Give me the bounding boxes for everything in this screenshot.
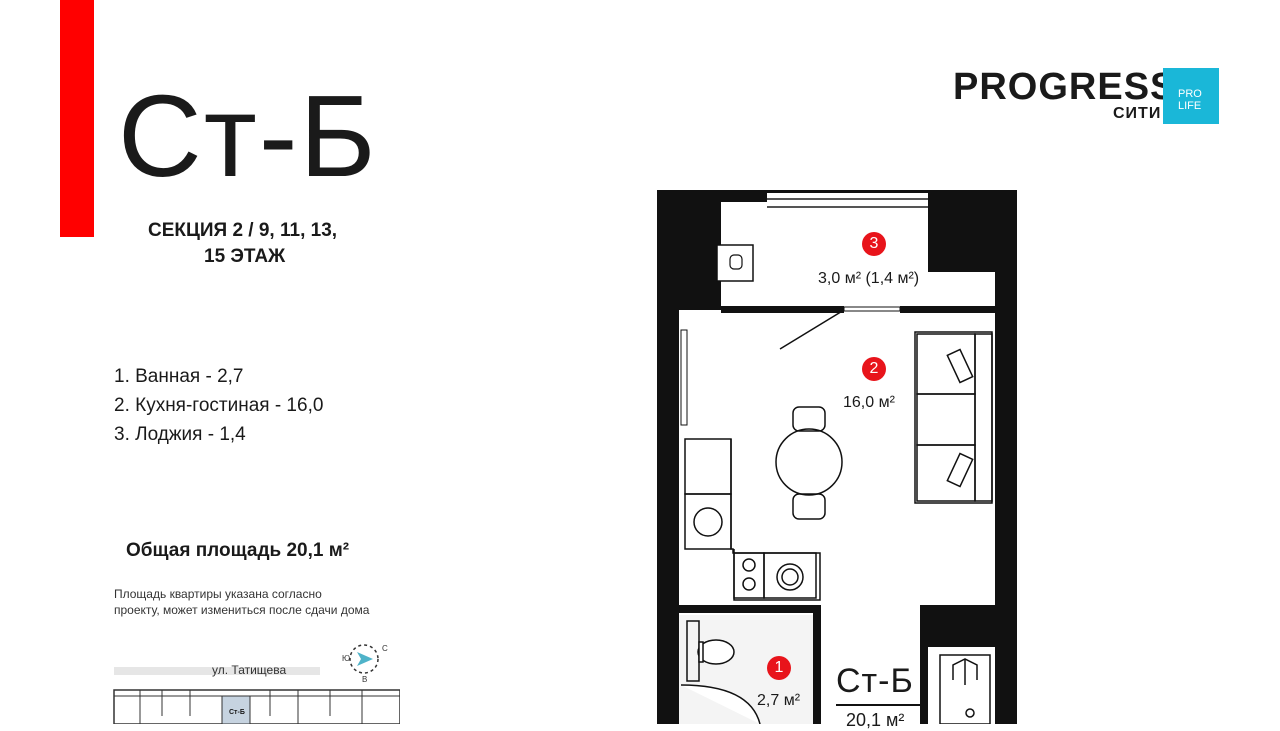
room-1-area: 2,7 м² — [757, 692, 801, 709]
room-3-area: 3,0 м² (1,4 м²) — [818, 270, 920, 287]
area-disclaimer: Площадь квартиры указана согласно проект… — [114, 586, 414, 618]
brand-badge-line: LIFE — [1178, 100, 1202, 112]
brand-badge-line: PRO — [1178, 88, 1202, 100]
apartment-type-title: Ст-Б — [118, 71, 378, 201]
plan-label-divider — [836, 704, 924, 706]
building-minimap: Ст-Б — [113, 689, 400, 724]
dining-table — [775, 406, 843, 520]
plan-walls — [657, 190, 1017, 724]
room-list-item: 2. Кухня-гостиная - 16,0 — [114, 395, 324, 416]
compass-icon: С Ю В — [342, 644, 388, 683]
brand-badge: PRO LIFE — [1163, 68, 1219, 124]
accent-bar — [60, 0, 94, 237]
room-list-item: 1. Ванная - 2,7 — [114, 366, 244, 387]
room-list-item: 3. Лоджия - 1,4 — [114, 424, 246, 445]
brand-logo-text: PROGRESS — [953, 66, 1177, 108]
room-list: 1. Ванная - 2,7 2. Кухня-гостиная - 16,0… — [114, 362, 323, 449]
area-disclaimer-line: Площадь квартиры указана согласно — [114, 587, 322, 601]
compass-south: Ю — [342, 654, 350, 663]
floor-plan — [657, 190, 1017, 724]
room-1-number-badge: 1 — [767, 656, 791, 680]
room-2-area: 16,0 м² — [843, 394, 895, 411]
section-floors-line-1: СЕКЦИЯ 2 / 9, 11, 13, — [148, 220, 338, 241]
street-strip — [114, 667, 320, 675]
section-floors-line-2: 15 ЭТАЖ — [204, 246, 286, 267]
total-area: Общая площадь 20,1 м² — [126, 540, 350, 561]
minimap-unit-label: Ст-Б — [229, 709, 245, 716]
compass-east: В — [362, 675, 367, 683]
plan-apartment-label: Ст-Б — [836, 662, 914, 700]
area-disclaimer-line: проекту, может измениться после сдачи до… — [114, 603, 370, 617]
room-3-number-badge: 3 — [862, 232, 886, 256]
street-name: ул. Татищева — [212, 663, 287, 677]
room-2-number-badge: 2 — [862, 357, 886, 381]
brand-logo-subtitle: СИТИ — [1113, 105, 1162, 122]
wardrobe — [939, 654, 991, 724]
plan-apartment-area: 20,1 м² — [846, 710, 905, 730]
kitchen-furniture — [684, 438, 821, 601]
compass-north: С — [382, 644, 388, 653]
sofa — [914, 331, 993, 504]
